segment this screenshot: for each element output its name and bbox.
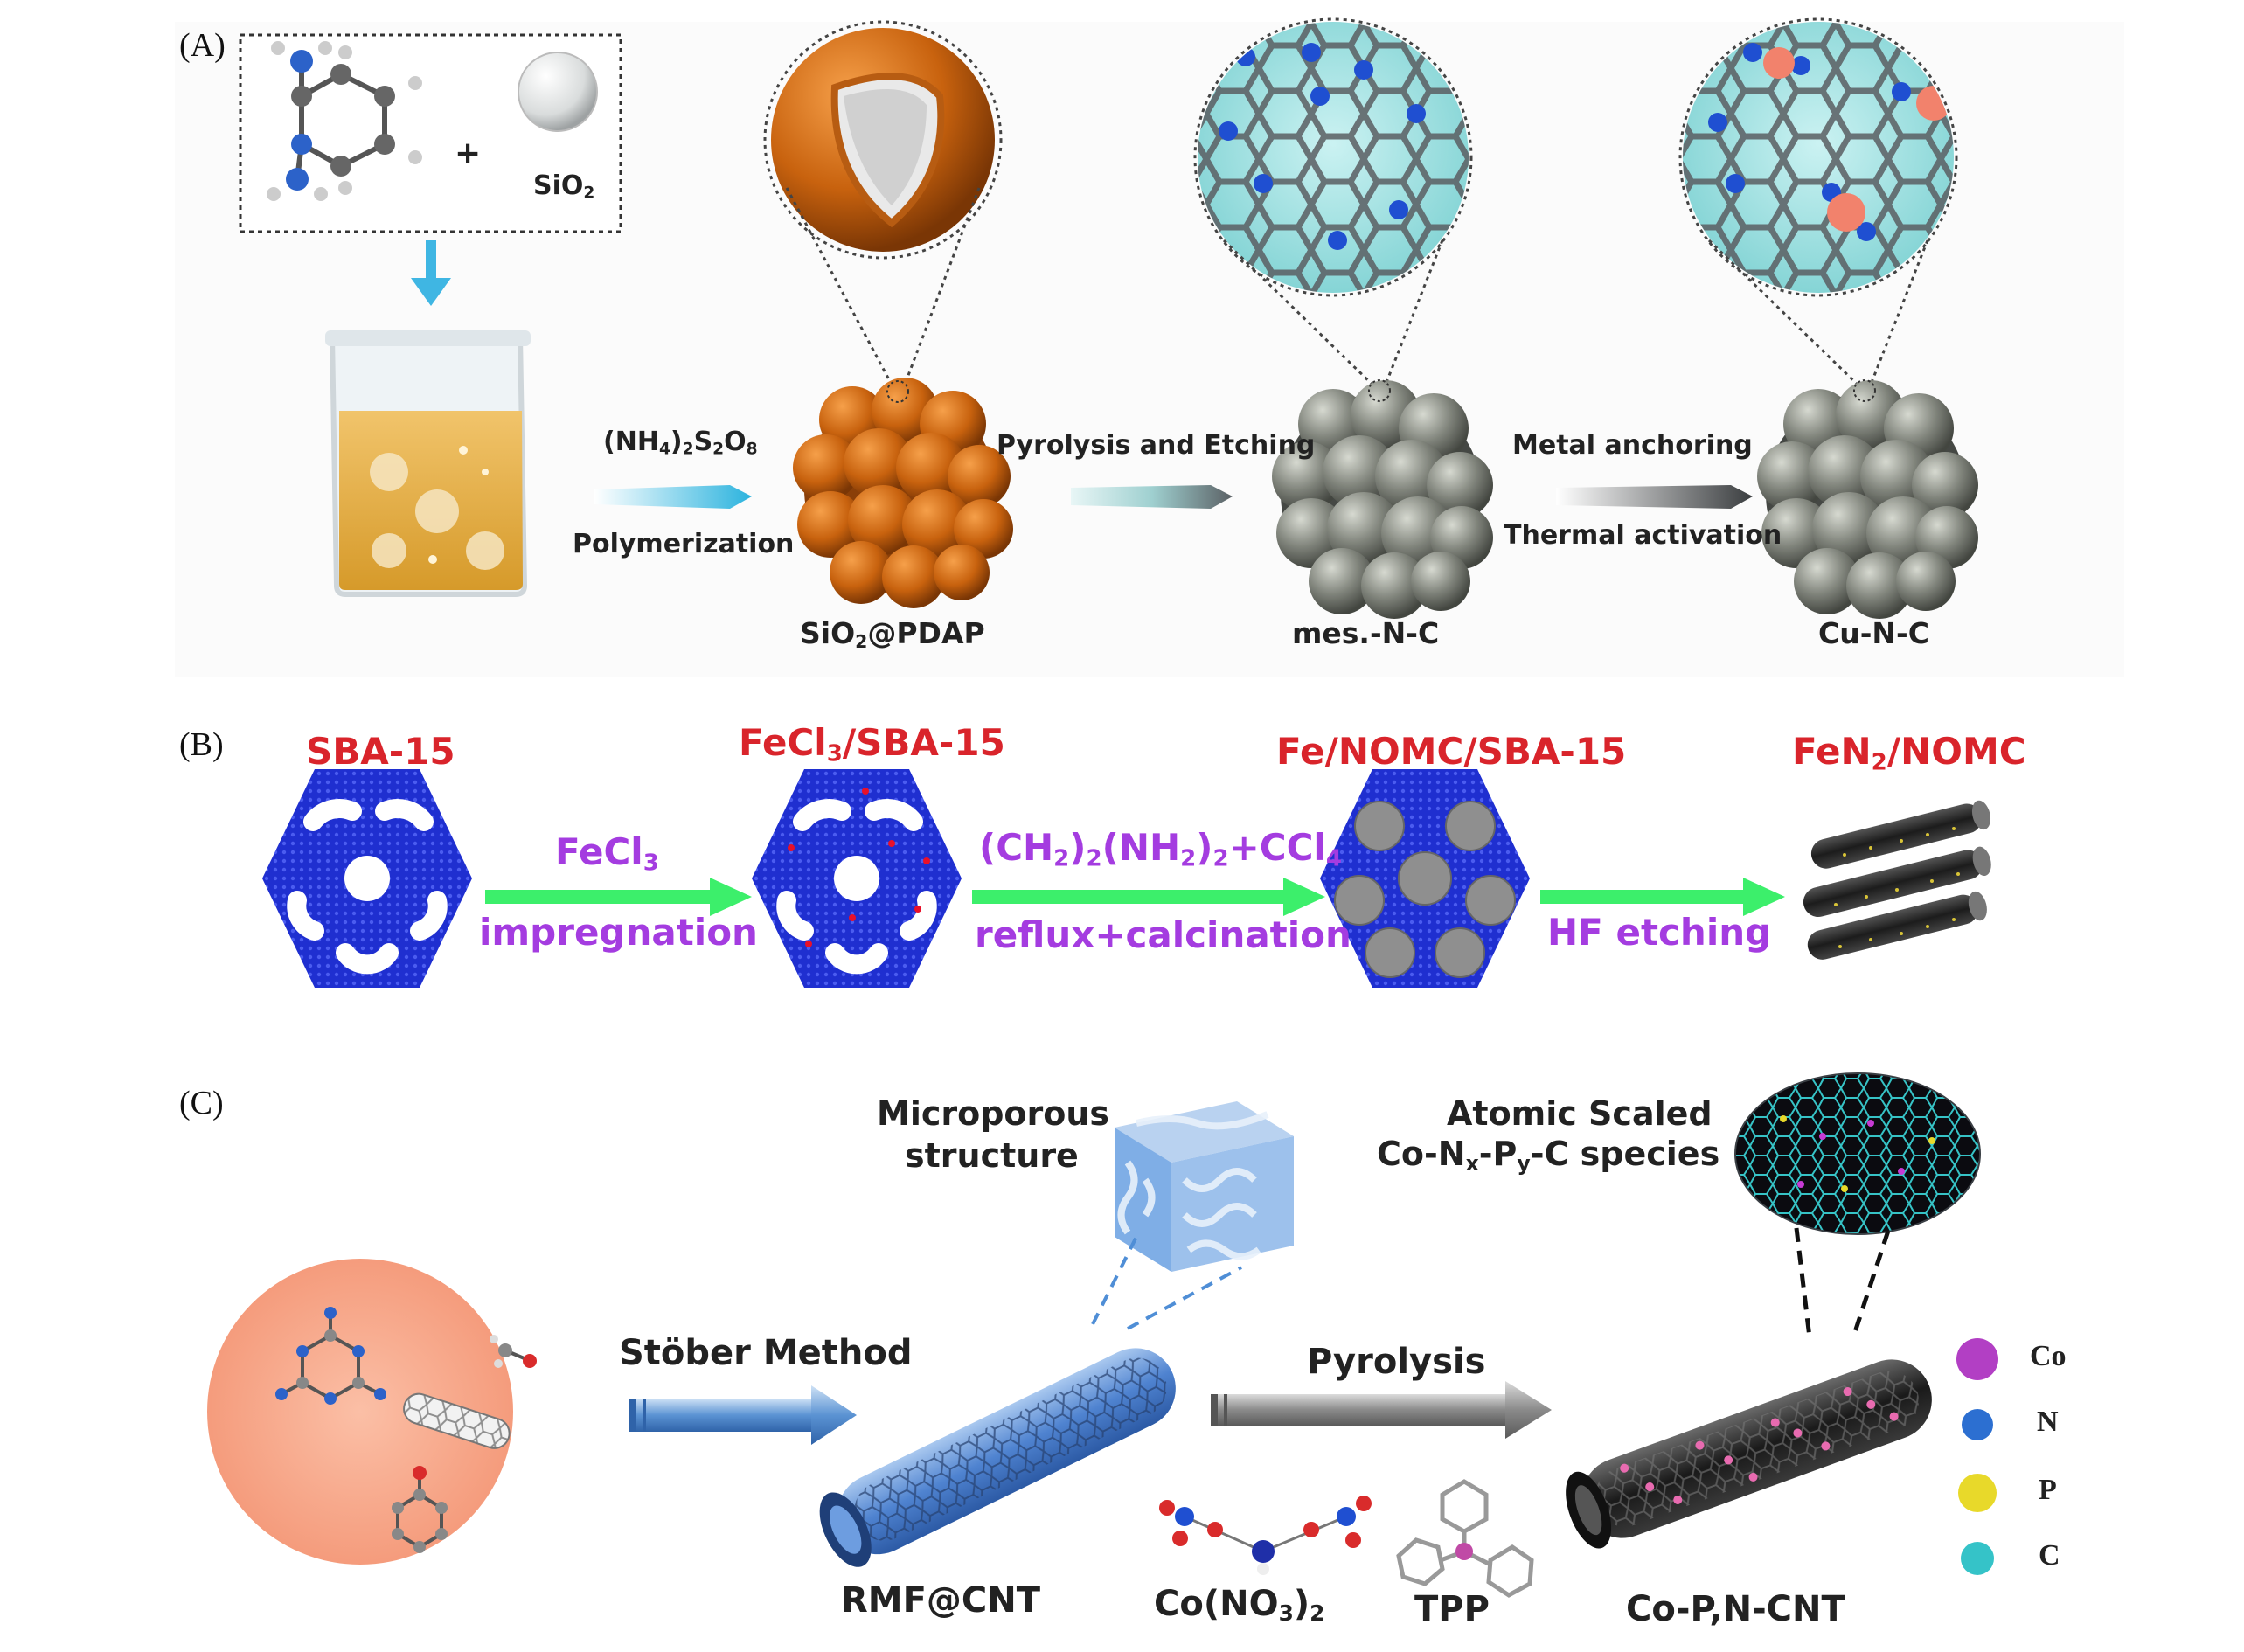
mes-nc-label: mes.-N-C [1292, 616, 1440, 650]
impregnation-label: impregnation [479, 911, 758, 954]
metal-anchoring-arrow [1556, 485, 1753, 509]
rmf-cnt-label: RMF@CNT [841, 1580, 1041, 1621]
hf-etching-arrow [1743, 878, 1785, 916]
sba15-hexagon [262, 769, 472, 988]
cu-nc-label: Cu-N-C [1818, 616, 1929, 650]
formaldehyde-molecule-icon [490, 1335, 537, 1368]
rmf-cnt-tube [819, 1348, 1176, 1567]
fen2-nomc-rods [1803, 800, 1991, 960]
panel-a-label: (A) [179, 27, 226, 64]
fen2-nomc-label: FeN2/NOMC [1792, 730, 2026, 776]
pyrolysis-label: Pyrolysis [1307, 1342, 1486, 1382]
silica-sphere-icon [518, 52, 598, 132]
small-cnt-icon [403, 1392, 511, 1449]
microporous-label-line1: Microporous [877, 1094, 1110, 1133]
sio2-pdap-label: SiO2@PDAP [800, 616, 985, 653]
panel-c: (C) Microporous structure Atomic Scaled … [0, 1040, 2244, 1652]
oxidant-label: (NH4)2S2O8 [603, 427, 758, 459]
panel-a-graphics [175, 17, 2124, 677]
hf-etching-label: HF etching [1547, 911, 1772, 954]
plus-sign: + [455, 135, 482, 171]
legend-co-sphere [1956, 1338, 1998, 1380]
fecl3-reagent-label: FeCl3 [555, 830, 659, 877]
sba15-label: SBA-15 [306, 730, 455, 773]
reflux-reagents-label: (CH2)2(NH2)2+CCl4 [979, 826, 1342, 872]
fe-nomc-sba15-hexagon [1320, 769, 1530, 988]
atomic-label-line1: Atomic Scaled [1447, 1094, 1713, 1133]
cobalt-nitrate-molecule-icon [1159, 1496, 1372, 1575]
polymerization-arrow [594, 485, 752, 509]
mes-nc-zoom-disc [1193, 17, 1473, 297]
co-pn-cnt-label: Co-P,N-CNT [1626, 1589, 1845, 1629]
panel-b-graphics [262, 769, 1991, 988]
panel-c-graphics [207, 1072, 1998, 1598]
tpp-label: TPP [1414, 1589, 1490, 1629]
stober-arrow [811, 1385, 857, 1445]
atomic-label-line2: Co-Nx-Py-C species [1377, 1135, 1720, 1176]
cu-nc-zoom-disc [1678, 17, 1958, 297]
microporous-label-line2: structure [905, 1136, 1079, 1175]
sio2-pdap-cluster [793, 378, 1013, 608]
legend-c-sphere [1961, 1542, 1994, 1575]
beaker-icon [325, 330, 531, 597]
polymerization-label: Polymerization [573, 529, 795, 559]
fecl3-sba15-hexagon [752, 769, 962, 988]
panel-a: (A) + SiO2 (NH4)2S2O8 Polymerization Pyr… [0, 0, 2244, 691]
metal-anchoring-label: Metal anchoring [1512, 430, 1753, 461]
reflux-calcination-label: reflux+calcination [975, 913, 1351, 956]
legend-p-sphere [1958, 1474, 1997, 1512]
fe-nomc-sba15-label: Fe/NOMC/SBA-15 [1276, 730, 1627, 773]
cobalt-nitrate-label: Co(NO3)2 [1154, 1584, 1325, 1627]
legend-n-label: N [2037, 1406, 2059, 1438]
pyrolysis-arrow [1071, 485, 1233, 509]
reflux-calcination-arrow [1283, 878, 1325, 916]
panel-b-label: (B) [179, 726, 224, 763]
legend-n-sphere [1962, 1409, 1993, 1440]
impregnation-arrow [710, 878, 752, 916]
fecl3-sba15-label: FeCl3/SBA-15 [739, 721, 1005, 767]
legend-co-label: Co [2030, 1340, 2067, 1372]
pyrolysis-arrow [1505, 1381, 1552, 1439]
stober-method-label: Stöber Method [619, 1333, 913, 1373]
atomic-species-disc [1734, 1072, 1981, 1235]
pyrolysis-etching-label: Pyrolysis and Etching [997, 430, 1316, 461]
mes-nc-cluster [1272, 380, 1493, 619]
legend-c-label: C [2039, 1539, 2060, 1572]
panel-b: (B) SBA-15 FeCl3/SBA-15 Fe/NOMC/SBA-15 F… [0, 691, 2244, 1040]
thermal-activation-label: Thermal activation [1504, 520, 1782, 551]
legend-spheres [1956, 1338, 1998, 1575]
tpp-molecule-icon [1396, 1479, 1534, 1598]
cu-nc-cluster [1757, 380, 1978, 619]
microporous-cube-icon [1115, 1101, 1294, 1272]
down-arrow-icon [411, 278, 451, 306]
panel-c-label: (C) [179, 1085, 224, 1121]
co-pn-cnt-tube [1566, 1359, 1932, 1549]
sio2-reactant-label: SiO2 [533, 170, 595, 203]
legend-p-label: P [2039, 1474, 2057, 1506]
precursor-circle [207, 1259, 513, 1565]
